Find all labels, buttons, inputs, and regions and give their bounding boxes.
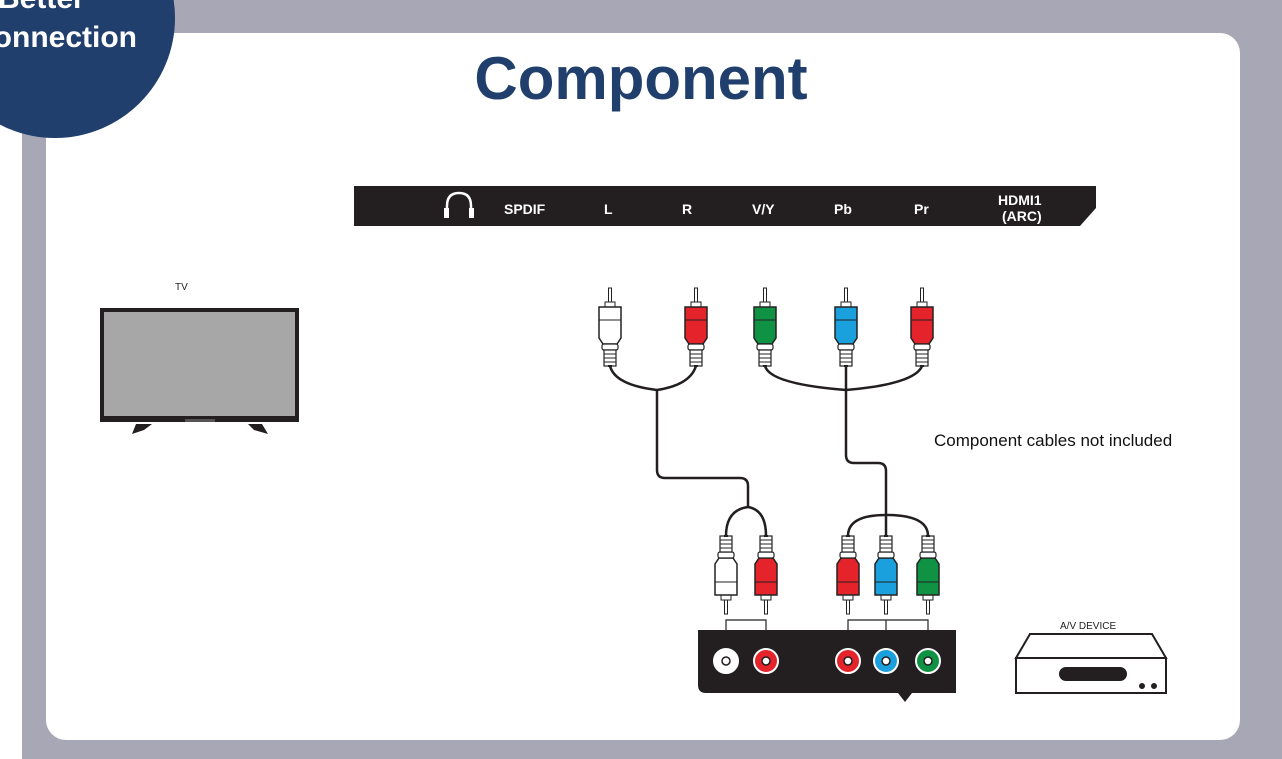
badge-text-line2: Connection (0, 21, 137, 54)
port-label-l: L (604, 201, 613, 217)
port-panel (354, 186, 1096, 226)
tv-label: TV (175, 282, 188, 293)
port-label-vy: V/Y (752, 201, 775, 217)
port-label-pr: Pr (914, 201, 929, 217)
cables (608, 365, 930, 537)
page-title: Component (474, 45, 808, 112)
badge-text-line1: Better (0, 0, 85, 16)
av-device-illustration (1014, 633, 1168, 694)
port-label-spdif: SPDIF (504, 201, 546, 217)
port-label-hdmi-line2: (ARC) (1002, 208, 1042, 224)
port-label-r: R (682, 201, 692, 217)
cables-note: Component cables not included (934, 431, 1173, 450)
port-label-hdmi-line1: HDMI1 (998, 192, 1042, 208)
av-jack-panel (698, 630, 956, 702)
headphone-icon (444, 191, 474, 218)
port-label-pb: Pb (834, 201, 852, 217)
tv-illustration (100, 308, 299, 434)
badge-circle (0, 0, 175, 138)
av-device-label: A/V DEVICE (1060, 621, 1117, 632)
